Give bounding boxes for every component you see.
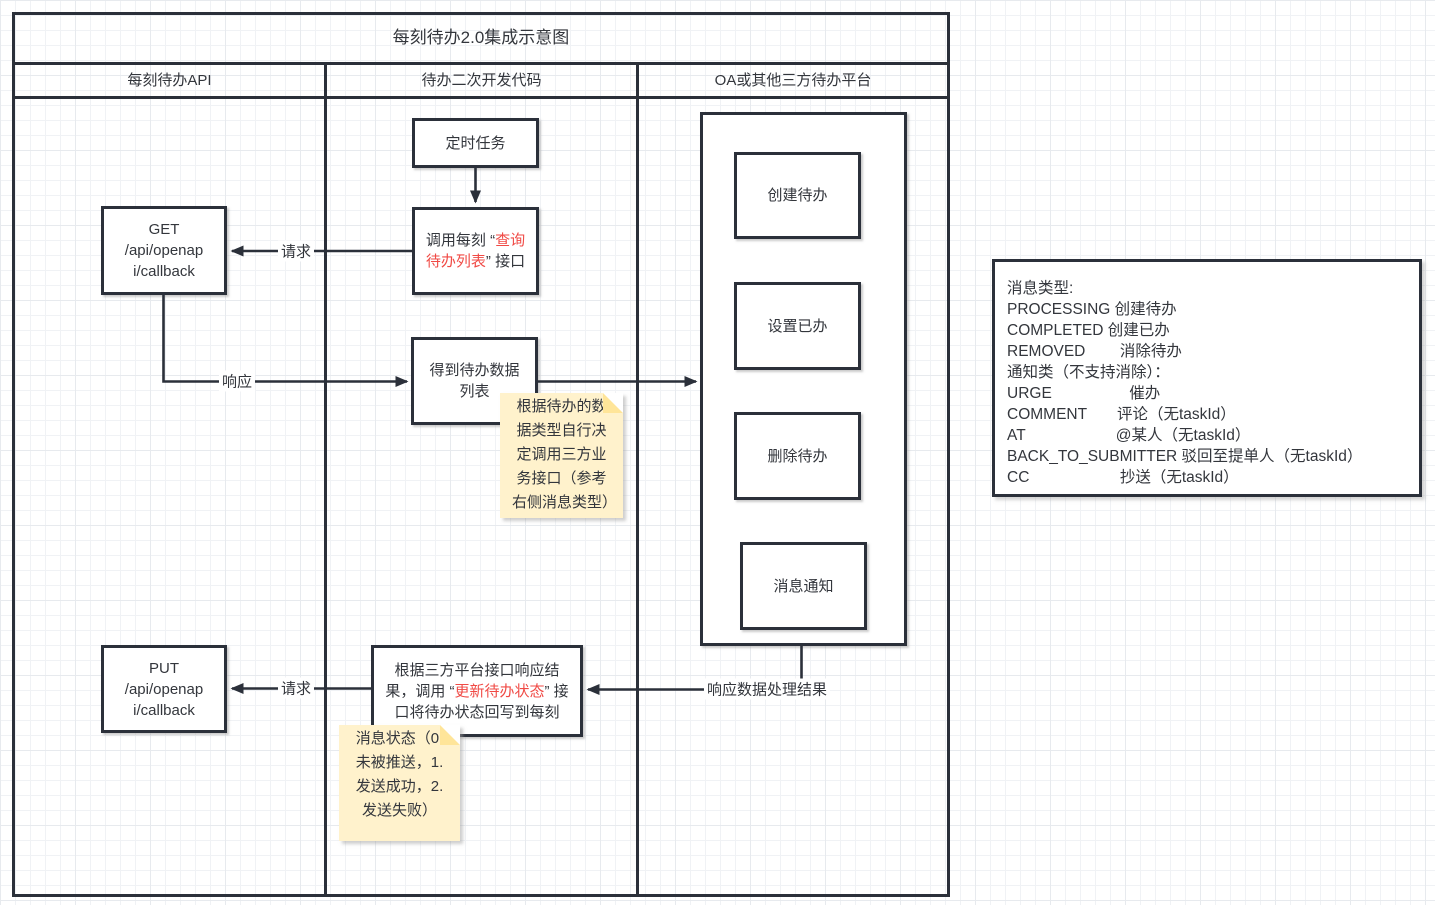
node-create-todo-label: 创建待办 (767, 187, 828, 204)
panel-line-completed: COMPLETED 创建已办 (1007, 322, 1170, 339)
node-set-done-label: 设置已办 (767, 317, 828, 335)
panel-line-comment: COMMENT 评论（无taskId） (1007, 406, 1236, 423)
node-message-notify: 消息通知 (740, 542, 867, 630)
node-call-query-api-label: 调用每刻 “查询待办列表” 接口 (425, 232, 526, 270)
edge-label-request-top: 请求 (277, 240, 315, 262)
panel-line-removed: REMOVED 消除待办 (1007, 343, 1182, 360)
message-types-panel: 消息类型: PROCESSING 创建待办 COMPLETED 创建已办 REM… (992, 259, 1422, 497)
lane-header-dev-code: 待办二次开发代码 (421, 72, 542, 89)
panel-line-title: 消息类型: (1007, 280, 1074, 297)
panel-line-cc: CC 抄送（无taskId） (1007, 469, 1239, 486)
node-call-query-api: 调用每刻 “查询待办列表” 接口 (412, 207, 539, 295)
node-create-todo: 创建待办 (734, 152, 861, 239)
header-separator (15, 96, 947, 99)
sticky-note-data-type: 根据待办的数据类型自行决定调用三方业务接口（参考右侧消息类型） (500, 393, 623, 518)
node-delete-todo-label: 删除待办 (767, 447, 828, 465)
node-timer-task: 定时任务 (412, 118, 539, 168)
node-todo-data-list-label: 得到待办数据 列表 (429, 362, 520, 400)
panel-line-notify-class: 通知类（不支持消除）： (1007, 364, 1170, 381)
node-put-callback: PUT /api/openap i/callback (101, 645, 227, 733)
sticky-note-message-status: 消息状态（0.未被推送，1.发送成功，2.发送失败） (339, 725, 460, 841)
node-update-status: 根据三方平台接口响应结果，调用 “更新待办状态” 接口将待办状态回写到每刻 (371, 645, 583, 737)
sticky-note-message-status-text: 消息状态（0.未被推送，1.发送成功，2.发送失败） (355, 730, 444, 819)
edge-label-response-result: 响应数据处理结果 (703, 678, 831, 700)
note-fold-corner-icon (603, 393, 623, 413)
panel-line-urge: URGE 催办 (1007, 385, 1161, 402)
title-separator (15, 62, 947, 65)
node-get-callback: GET /api/openap i/callback (101, 206, 227, 295)
node-set-done: 设置已办 (734, 282, 861, 370)
edge-label-request-bottom: 请求 (277, 677, 315, 699)
lane-divider-1 (324, 62, 327, 894)
node-get-callback-label: GET /api/openap i/callback (124, 221, 204, 280)
pool-frame (12, 12, 950, 897)
panel-line-at: AT @某人（无taskId） (1007, 427, 1251, 444)
node-delete-todo: 删除待办 (734, 412, 861, 500)
node-timer-task-label: 定时任务 (445, 134, 506, 152)
node-update-status-label: 根据三方平台接口响应结果，调用 “更新待办状态” 接口将待办状态回写到每刻 (385, 661, 569, 721)
lane-divider-2 (636, 62, 639, 894)
sticky-note-data-type-text: 根据待办的数据类型自行决定调用三方业务接口（参考右侧消息类型） (512, 398, 618, 511)
panel-line-back-to-submitter: BACK_TO_SUBMITTER 驳回至提单人（无taskId） (1007, 448, 1363, 465)
lane-header-oa-platform: OA或其他三方待办平台 (714, 72, 872, 89)
red-query-api-text: 查询待办列表 (425, 232, 526, 270)
note-fold-corner-icon (440, 725, 460, 745)
node-put-callback-label: PUT /api/openap i/callback (124, 659, 204, 719)
lane-header-meike-api: 每刻待办API (127, 72, 212, 89)
panel-line-processing: PROCESSING 创建待办 (1007, 301, 1177, 318)
red-update-api-text: 更新待办状态 (454, 682, 545, 700)
node-message-notify-label: 消息通知 (773, 577, 834, 595)
edge-label-response-top: 响应 (218, 370, 256, 392)
page-title: 每刻待办2.0集成示意图 (392, 28, 570, 47)
